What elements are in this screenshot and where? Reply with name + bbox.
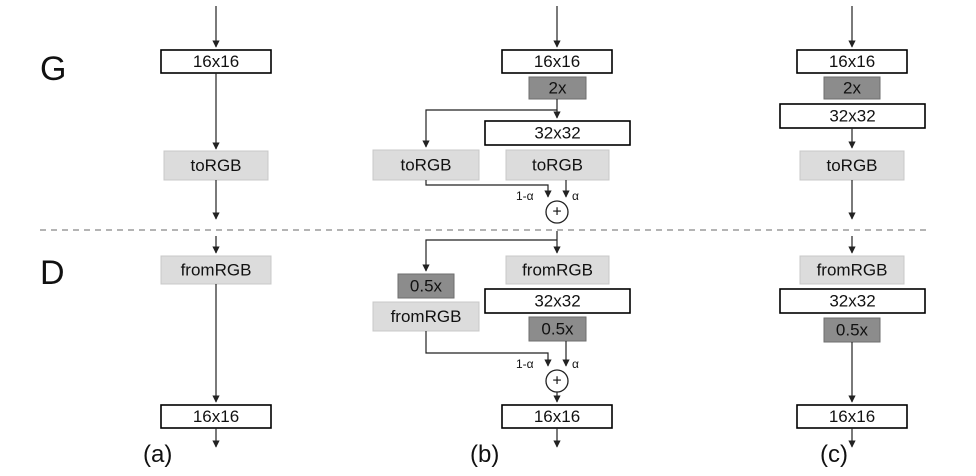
- torgb-label: toRGB: [190, 156, 241, 175]
- res16-label: 16x16: [193, 52, 239, 71]
- column-c: 16x16 2x 32x32 toRGB fromRGB 32x32 0.5x …: [779, 6, 926, 468]
- res32-label: 32x32: [534, 124, 580, 143]
- upsample-block: [823, 76, 881, 100]
- res16-label: 16x16: [829, 52, 875, 71]
- torgb-label: toRGB: [400, 156, 451, 175]
- plus-icon: +: [552, 204, 561, 221]
- torgb-block-new: [505, 149, 610, 181]
- downsample-block-old: [397, 273, 455, 299]
- caption-c: (c): [820, 441, 848, 468]
- fromrgb-label: fromRGB: [181, 261, 252, 280]
- res32-block: [484, 120, 631, 146]
- skip-branch-arrow: [422, 239, 557, 272]
- alpha-label: α: [572, 189, 579, 203]
- res32-label: 32x32: [534, 292, 580, 311]
- torgb-block-old: [372, 149, 480, 181]
- fromrgb-label: fromRGB: [522, 261, 593, 280]
- fromrgb-label: fromRGB: [391, 307, 462, 326]
- sum-node: [545, 200, 569, 224]
- fromrgb-block-new: [505, 255, 610, 285]
- torgb-label: toRGB: [826, 156, 877, 175]
- column-b: 16x16 2x 32x32 toRGB toRGB 1-α α + fromR…: [372, 6, 631, 468]
- plus-icon: +: [552, 373, 561, 390]
- res16-label: 16x16: [534, 407, 580, 426]
- res16-block: [796, 49, 908, 74]
- downsample-block: [528, 316, 587, 342]
- downsample-label: 0.5x: [836, 321, 869, 340]
- upsample-label: 2x: [843, 79, 861, 98]
- res16-label: 16x16: [193, 407, 239, 426]
- alpha-label: α: [572, 357, 579, 371]
- discriminator-label: D: [40, 254, 65, 292]
- downsample-label: 0.5x: [410, 277, 443, 296]
- torgb-block: [799, 150, 905, 181]
- res16-block: [501, 49, 613, 74]
- fromrgb-block-old: [372, 301, 480, 332]
- one-minus-alpha-label: 1-α: [516, 189, 534, 203]
- caption-b: (b): [470, 441, 499, 468]
- generator-label: G: [40, 50, 66, 88]
- res32-block: [484, 288, 631, 314]
- res32-block: [779, 288, 926, 314]
- torgb-label: toRGB: [532, 156, 583, 175]
- caption-a: (a): [143, 441, 172, 468]
- res32-label: 32x32: [829, 107, 875, 126]
- downsample-block: [823, 317, 881, 343]
- fromrgb-label: fromRGB: [817, 261, 888, 280]
- one-minus-alpha-label: 1-α: [516, 357, 534, 371]
- res16-label: 16x16: [534, 52, 580, 71]
- skip-branch-arrow: [422, 99, 558, 148]
- column-a: 16x16 toRGB fromRGB 16x16 (a): [143, 6, 272, 468]
- res32-label: 32x32: [829, 292, 875, 311]
- weighted-old-arrow: [425, 180, 552, 198]
- fromrgb-block: [799, 255, 905, 285]
- upsample-label: 2x: [549, 79, 567, 98]
- res16-label: 16x16: [829, 407, 875, 426]
- weighted-old-arrow: [425, 331, 552, 367]
- downsample-label: 0.5x: [541, 320, 574, 339]
